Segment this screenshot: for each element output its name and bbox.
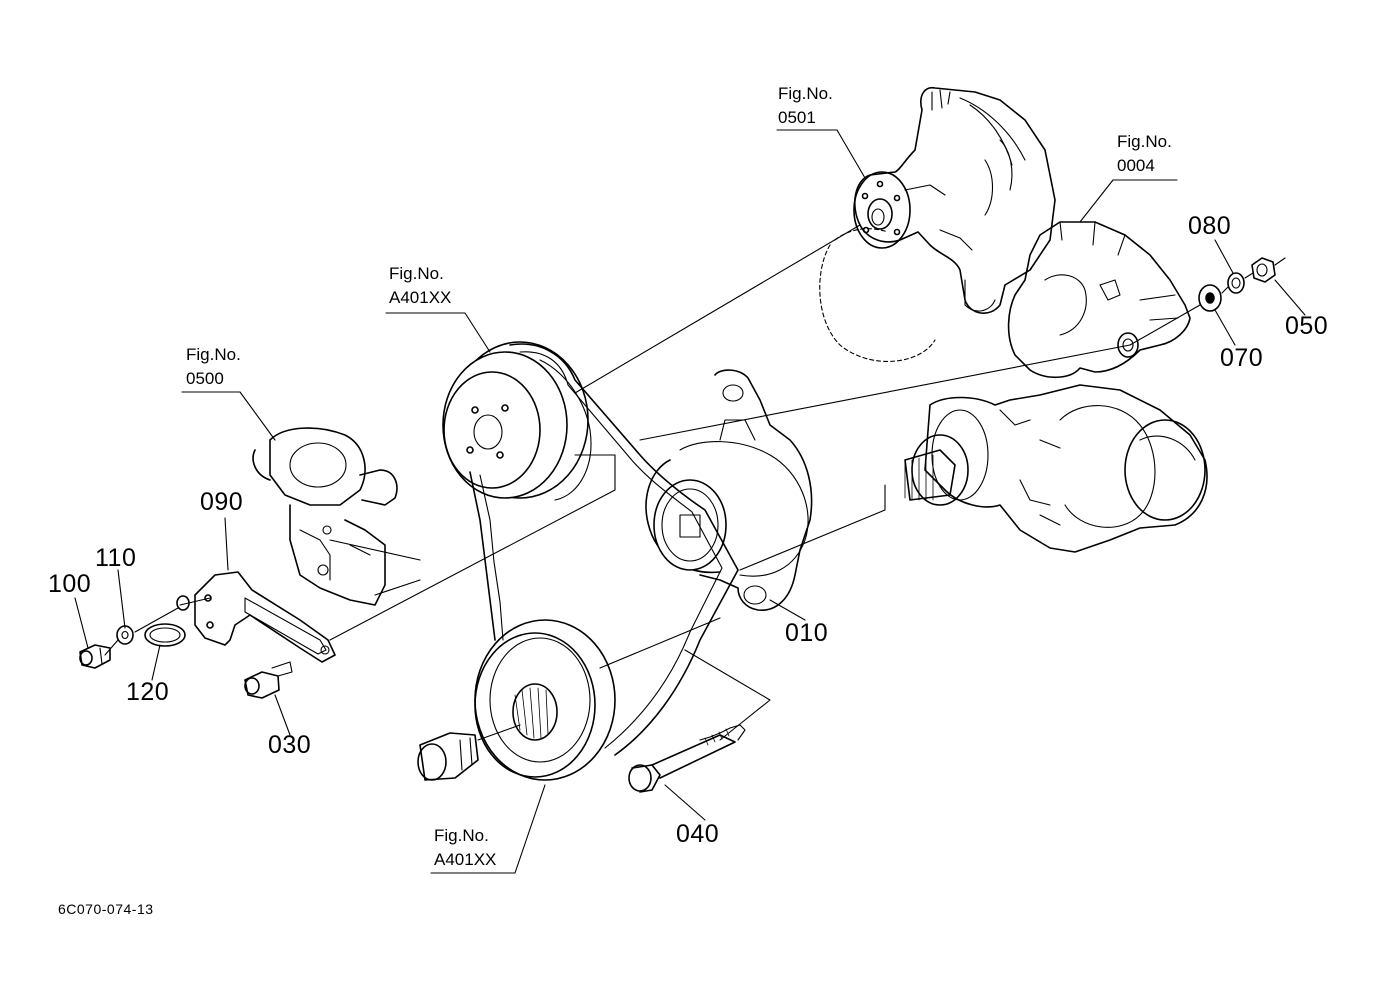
callout-leaders — [74, 129, 1306, 874]
flange-bolt-drawing — [417, 732, 479, 781]
fig-ref-label: Fig.No. — [778, 84, 833, 103]
assembly-lines — [104, 224, 1286, 741]
callout-030: 030 — [268, 731, 312, 759]
fig-ref-fan-belt-upper: Fig.No. A401XX — [389, 262, 451, 310]
fan-pulley-drawing — [442, 341, 592, 501]
callout-070: 070 — [1220, 344, 1264, 372]
alternator-drawing — [645, 369, 813, 611]
clip-120-drawing — [144, 595, 190, 647]
fig-ref-label: Fig.No. — [1117, 132, 1172, 151]
fig-ref-label: Fig.No. — [186, 345, 241, 364]
lock-washer-080-drawing — [1227, 272, 1245, 294]
fig-ref-number: A401XX — [434, 850, 497, 869]
bolt-040-drawing — [628, 724, 746, 793]
callout-100: 100 — [48, 570, 92, 598]
washer-110-drawing — [116, 625, 134, 645]
washer-070-drawing — [1198, 284, 1222, 312]
fig-ref-water-pump: Fig.No. 0501 — [778, 82, 833, 130]
thermostat-housing-drawing — [252, 427, 398, 606]
fig-ref-number: A401XX — [389, 288, 452, 307]
starter-motor-drawing — [904, 384, 1208, 553]
fig-ref-thermostat: Fig.No. 0500 — [186, 343, 241, 391]
callout-090: 090 — [200, 488, 244, 516]
callout-010: 010 — [785, 619, 829, 647]
fig-ref-label: Fig.No. — [434, 826, 489, 845]
fig-ref-number: 0501 — [778, 108, 816, 127]
drawing-code: 6C070-074-13 — [58, 901, 154, 917]
callout-110: 110 — [95, 544, 137, 572]
callout-120: 120 — [126, 678, 170, 706]
crank-pulley-drawing — [474, 619, 616, 781]
fan-belt-drawing — [469, 343, 739, 756]
bolt-100-drawing — [79, 644, 111, 669]
callout-040: 040 — [676, 820, 720, 848]
fig-ref-number: 0004 — [1117, 156, 1155, 175]
gear-case-drawing — [1007, 221, 1191, 379]
fig-ref-fan-belt-lower: Fig.No. A401XX — [434, 824, 496, 872]
callout-050: 050 — [1285, 312, 1329, 340]
fig-ref-gear-case: Fig.No. 0004 — [1117, 130, 1172, 178]
alternator-bracket-drawing — [194, 571, 336, 663]
callout-080: 080 — [1188, 212, 1232, 240]
fig-ref-label: Fig.No. — [389, 264, 444, 283]
bolt-030-drawing — [244, 661, 293, 699]
nut-050-drawing — [1251, 257, 1276, 283]
fig-ref-number: 0500 — [186, 369, 224, 388]
water-pump-drawing — [819, 86, 1056, 362]
